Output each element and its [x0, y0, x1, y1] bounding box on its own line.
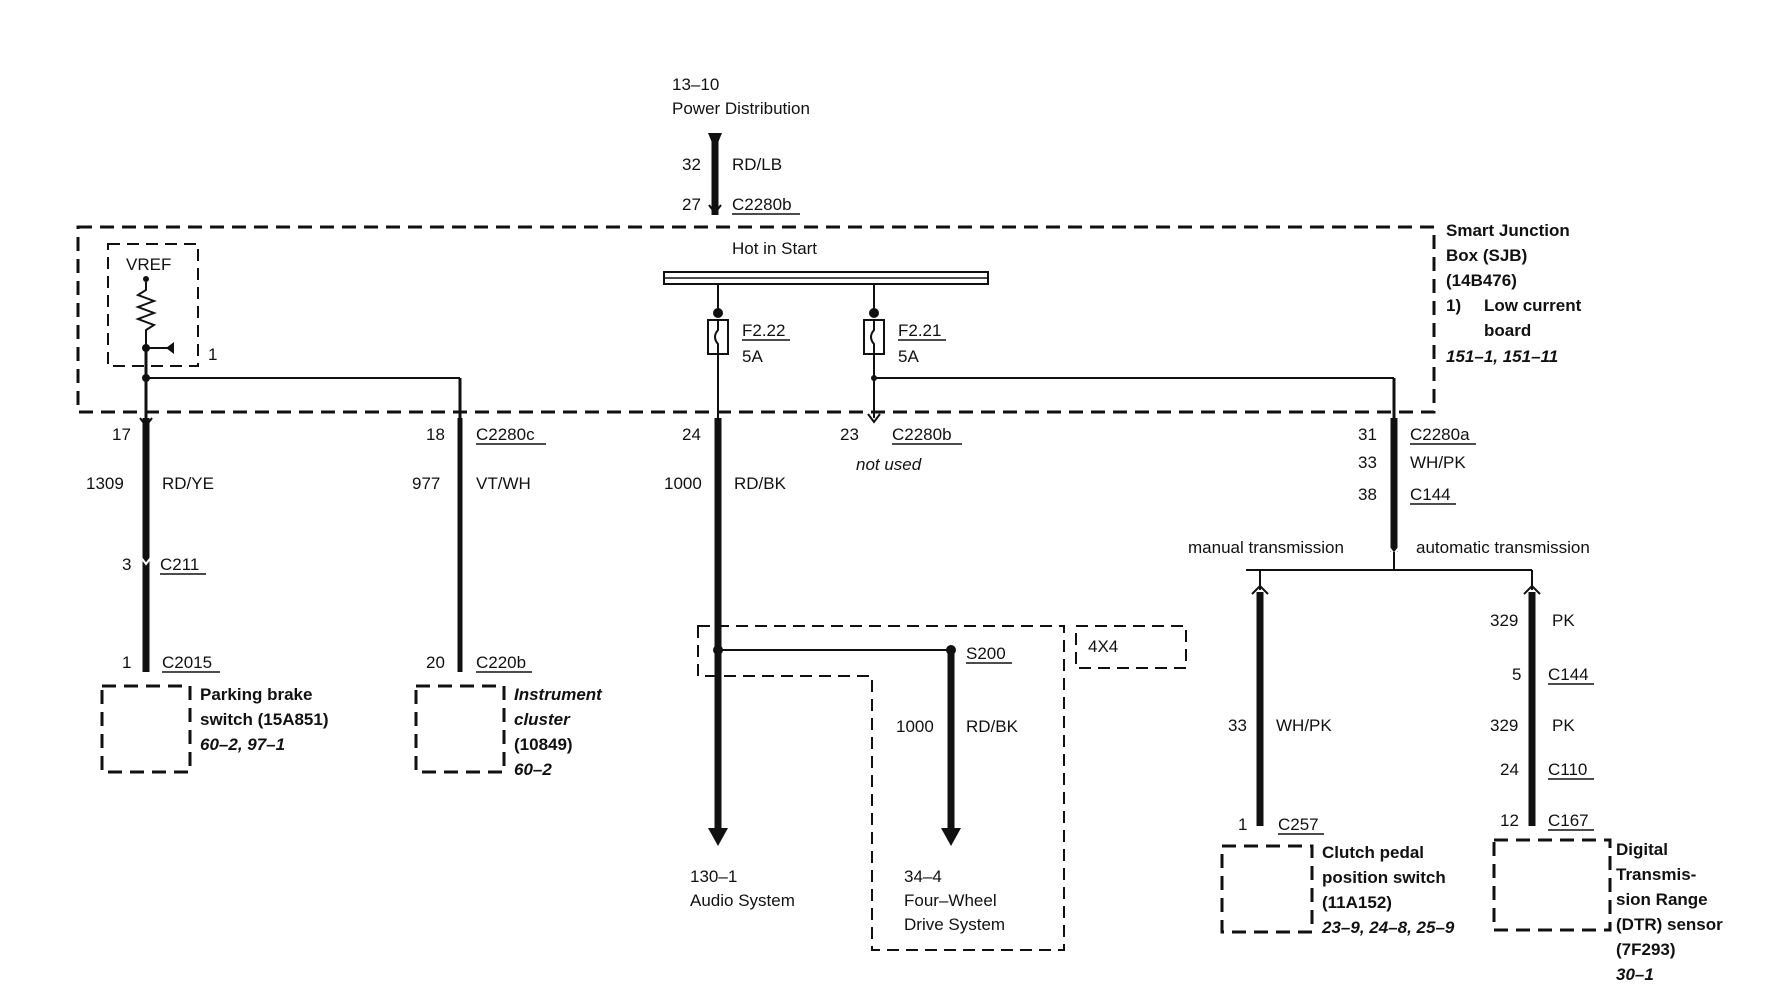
auto-end-pin: 12: [1500, 811, 1519, 830]
parking-end-pin: 1: [122, 653, 131, 672]
fwd-color: RD/BK: [966, 717, 1019, 736]
cluster-end-conn: C220b: [476, 653, 526, 672]
cluster-color: VT/WH: [476, 474, 531, 493]
manual-circuit: 33: [1228, 716, 1247, 735]
fuse-f2-21-rating: 5A: [898, 347, 919, 366]
parking-circuit: 1309: [86, 474, 124, 493]
clutch-switch-box: [1220, 844, 1314, 934]
parking-inline-pin: 3: [122, 555, 131, 574]
clutch-line1: Clutch pedal: [1322, 843, 1424, 862]
cluster-line1: Instrument: [514, 685, 603, 704]
vref-pin: 1: [208, 345, 217, 364]
sjb-note-num: 1): [1446, 296, 1461, 315]
fwd-arrow: [941, 828, 961, 846]
cluster-circuit: 977: [412, 474, 440, 493]
instrument-cluster-box: [414, 684, 506, 774]
auto-pin2: 5: [1512, 665, 1521, 684]
fwd-name-1: Four–Wheel: [904, 891, 997, 910]
trans-conn3: C144: [1410, 485, 1451, 504]
fuse-f2-22-rating: 5A: [742, 347, 763, 366]
manual-color: WH/PK: [1276, 716, 1332, 735]
auto-color1: PK: [1552, 611, 1575, 630]
clutch-refs: 23–9, 24–8, 25–9: [1321, 918, 1455, 937]
cluster-end-pin: 20: [426, 653, 445, 672]
auto-circuit2: 329: [1490, 716, 1518, 735]
dtr-line5: (7F293): [1616, 940, 1676, 959]
dtr-line2: Transmis-: [1616, 865, 1696, 884]
cluster-line2: cluster: [514, 710, 571, 729]
power-source-ref: 13–10: [672, 75, 719, 94]
unused-note: not used: [856, 455, 922, 474]
audio-color: RD/BK: [734, 474, 787, 493]
unused-pin: 23: [840, 425, 859, 444]
clutch-line2: position switch: [1322, 868, 1446, 887]
parking-inline-conn: C211: [160, 555, 199, 574]
vref-resistor: [135, 282, 157, 348]
auto-conn2: C144: [1548, 665, 1589, 684]
dtr-sensor-box: [1492, 838, 1612, 932]
cluster-refs: 60–2: [514, 760, 552, 779]
fuse-f2-21-id: F2.21: [898, 321, 941, 340]
manual-trans-label: manual transmission: [1188, 538, 1344, 557]
audio-ref: 130–1: [690, 867, 737, 886]
auto-circuit1: 329: [1490, 611, 1518, 630]
feed-conn: C2280b: [732, 195, 792, 214]
auto-color2: PK: [1552, 716, 1575, 735]
auto-trans-label: automatic transmission: [1416, 538, 1590, 557]
parking-sjb-pin: 17: [112, 425, 131, 444]
auto-pin3: 24: [1500, 760, 1519, 779]
auto-conn3: C110: [1548, 760, 1587, 779]
feed-pin-conn: 27: [682, 195, 701, 214]
clutch-line3: (11A152): [1322, 893, 1392, 912]
splice-s200: S200: [966, 644, 1006, 663]
dtr-line3: sion Range: [1616, 890, 1708, 909]
audio-name: Audio System: [690, 891, 795, 910]
power-source-name: Power Distribution: [672, 99, 810, 118]
sjb-note-1: Low current: [1484, 296, 1582, 315]
cluster-line3: (10849): [514, 735, 573, 754]
trans-pin3: 38: [1358, 485, 1377, 504]
feed-color-top: RD/LB: [732, 155, 782, 174]
sjb-note-2: board: [1484, 321, 1531, 340]
dtr-line1: Digital: [1616, 840, 1668, 859]
cluster-sjb-conn: C2280c: [476, 425, 535, 444]
feed-pin-top: 32: [682, 155, 701, 174]
trans-sjb-pin: 31: [1358, 425, 1377, 444]
parking-brake-line1: Parking brake: [200, 685, 312, 704]
dtr-refs: 30–1: [1616, 965, 1654, 984]
sjb-title-3: (14B476): [1446, 271, 1517, 290]
unused-conn: C2280b: [892, 425, 952, 444]
audio-arrow: [708, 828, 728, 846]
fuse-f2-22-id: F2.22: [742, 321, 785, 340]
feed-connector-mark: [708, 204, 722, 215]
trans-sjb-conn: C2280a: [1410, 425, 1470, 444]
manual-end-pin: 1: [1238, 815, 1247, 834]
sjb-title-2: Box (SJB): [1446, 246, 1527, 265]
parking-end-conn: C2015: [162, 653, 212, 672]
parking-brake-line2: switch (15A851): [200, 710, 329, 729]
parking-color: RD/YE: [162, 474, 214, 493]
auto-end-conn: C167: [1548, 811, 1589, 830]
sjb-refs: 151–1, 151–11: [1446, 347, 1558, 366]
vref-label: VREF: [126, 255, 171, 274]
fwd-ref: 34–4: [904, 867, 942, 886]
sjb-title-1: Smart Junction: [1446, 221, 1570, 240]
trans-color: WH/PK: [1410, 453, 1466, 472]
cluster-sjb-pin: 18: [426, 425, 445, 444]
fwd-name-2: Drive System: [904, 915, 1005, 934]
option-4x4: 4X4: [1088, 637, 1118, 656]
fwd-circuit: 1000: [896, 717, 934, 736]
vref-box: [107, 243, 199, 367]
audio-circuit: 1000: [664, 474, 702, 493]
fwd-option-outline: [697, 625, 1065, 951]
trans-pin2: 33: [1358, 453, 1377, 472]
audio-sjb-pin: 24: [682, 425, 701, 444]
parking-brake-refs: 60–2, 97–1: [200, 735, 285, 754]
manual-end-conn: C257: [1278, 815, 1319, 834]
parking-brake-switch-box: [100, 684, 192, 774]
bus-label: Hot in Start: [732, 239, 817, 258]
dtr-line4: (DTR) sensor: [1616, 915, 1723, 934]
